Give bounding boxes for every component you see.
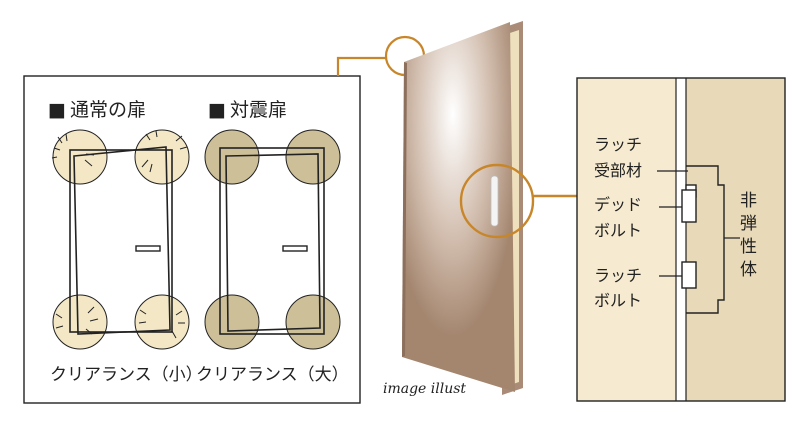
corner-circle-bottom-right — [134, 294, 190, 350]
normal-door-clearance: クリアランス（小） — [50, 365, 203, 385]
gap — [676, 78, 686, 401]
left-panel: ■ 通常の扉 ■ 対震扉 — [23, 75, 361, 404]
normal-door-title: 通常の扉 — [70, 99, 146, 121]
normal-door-leaf — [73, 146, 171, 335]
corner-circle-bottom-left — [52, 294, 108, 350]
left-panel-border — [23, 75, 361, 404]
dead-bolt-part — [681, 189, 697, 223]
seismic-door-leaf — [225, 153, 321, 332]
corner-circle-top-right — [285, 129, 341, 185]
impact-marks — [51, 130, 188, 339]
wall-light — [577, 78, 676, 401]
latch-bolt-label: ラッチ ボルト — [594, 266, 647, 310]
corner-circle-bottom-left — [204, 294, 260, 350]
corner-circle-top-right — [134, 129, 190, 185]
seismic-door-handle — [282, 245, 308, 252]
image-illust-caption: image illust — [383, 381, 466, 397]
normal-door-marker: ■ — [48, 99, 66, 121]
seismic-door-title: 対震扉 — [230, 99, 287, 121]
center-door-illustration — [402, 21, 578, 395]
wall-beige — [686, 78, 785, 401]
seismic-door-frame — [219, 147, 325, 335]
inelastic-body-label: 非 弾 性 体 — [740, 191, 762, 280]
corner-circle-bottom-right — [285, 294, 341, 350]
dead-bolt-label: デッド ボルト — [594, 195, 647, 240]
normal-door-figure — [51, 129, 190, 350]
seismic-door-figure — [204, 129, 341, 350]
normal-door-handle — [135, 245, 161, 252]
latch-receiver-part — [681, 165, 725, 314]
corner-circle-top-left — [204, 129, 260, 185]
latch-bolt-part — [681, 261, 697, 289]
callout-circle-handle — [459, 163, 535, 239]
door-leaf — [402, 22, 515, 392]
right-panel-border — [576, 77, 786, 402]
latch-receiver-label: ラッチ 受部材 — [594, 135, 647, 180]
door-handle — [490, 175, 499, 227]
right-panel: ラッチ 受部材 デッド ボルト ラッチ ボルト 非 弾 性 体 — [576, 77, 786, 402]
seismic-door-marker: ■ — [208, 99, 226, 121]
seismic-door-clearance: クリアランス（大） — [196, 365, 349, 385]
corner-circle-top-left — [52, 129, 108, 185]
